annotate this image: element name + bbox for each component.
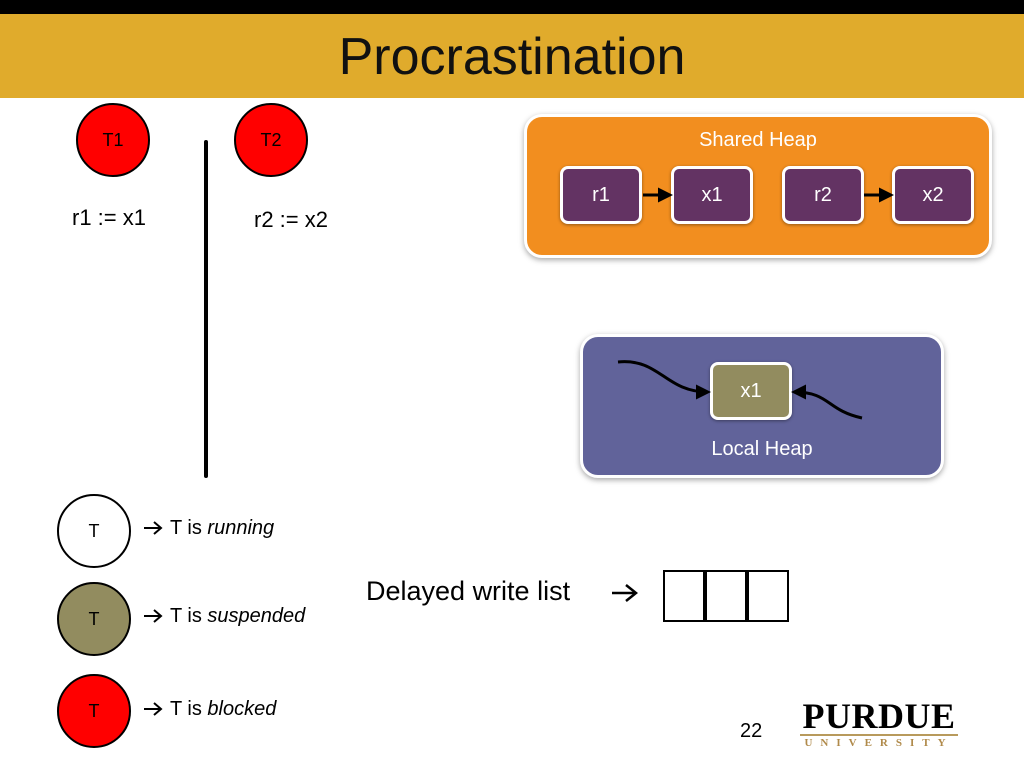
thread-t1-code: r1 := x1	[72, 205, 146, 230]
thread-t2-circle: T2	[234, 103, 308, 177]
shared-node-x2: x2	[892, 166, 974, 224]
thread-t2-label: T2	[260, 129, 282, 150]
thread-t1-label: T1	[102, 129, 124, 150]
title-bar	[0, 14, 1024, 98]
delayed-write-slot	[747, 570, 789, 622]
top-black-bar	[0, 0, 1024, 14]
arrow-into-local-left	[617, 360, 711, 400]
legend-blocked-prefix: T is	[170, 698, 208, 720]
legend-suspended-circle-label: T	[88, 608, 100, 629]
legend-blocked-text: T is blocked	[170, 698, 276, 721]
page-number: 22	[740, 720, 763, 742]
arrow-icon	[144, 609, 163, 623]
thread-divider	[204, 140, 208, 478]
shared-node-x1: x1	[671, 166, 753, 224]
legend-suspended-prefix: T is	[170, 605, 208, 627]
delayed-write-list-label: Delayed write list	[366, 576, 571, 606]
purdue-logo: PURDUE	[802, 696, 956, 736]
slide-title: Procrastination	[338, 28, 686, 86]
legend-blocked-state: blocked	[207, 698, 277, 720]
shared-node-r2: r2	[782, 166, 864, 224]
local-heap-label: Local Heap	[711, 438, 813, 460]
delayed-write-slot	[663, 570, 705, 622]
delayed-write-slot	[705, 570, 747, 622]
arrow-into-local-right	[791, 384, 863, 420]
legend-running-text: T is running	[170, 517, 274, 540]
legend-suspended-state: suspended	[207, 605, 306, 627]
thread-t1-circle: T1	[76, 103, 150, 177]
legend-running-state: running	[207, 517, 275, 539]
arrow-icon	[144, 521, 163, 535]
thread-t2-code: r2 := x2	[254, 207, 328, 232]
legend-running-prefix: T is	[170, 517, 208, 539]
shared-node-r1: r1	[560, 166, 642, 224]
shared-heap-label: Shared Heap	[699, 129, 817, 151]
legend-running-circle: T	[57, 494, 131, 568]
legend-running-circle-label: T	[88, 520, 100, 541]
arrow-icon	[612, 584, 639, 602]
logo-rule	[800, 734, 958, 736]
purdue-logo-subtitle: UNIVERSITY	[804, 737, 954, 749]
legend-blocked-circle: T	[57, 674, 131, 748]
local-node-x1: x1	[710, 362, 792, 420]
legend-suspended-circle: T	[57, 582, 131, 656]
legend-suspended-text: T is suspended	[170, 605, 305, 628]
legend-blocked-circle-label: T	[88, 700, 100, 721]
arrow-icon	[144, 702, 163, 716]
